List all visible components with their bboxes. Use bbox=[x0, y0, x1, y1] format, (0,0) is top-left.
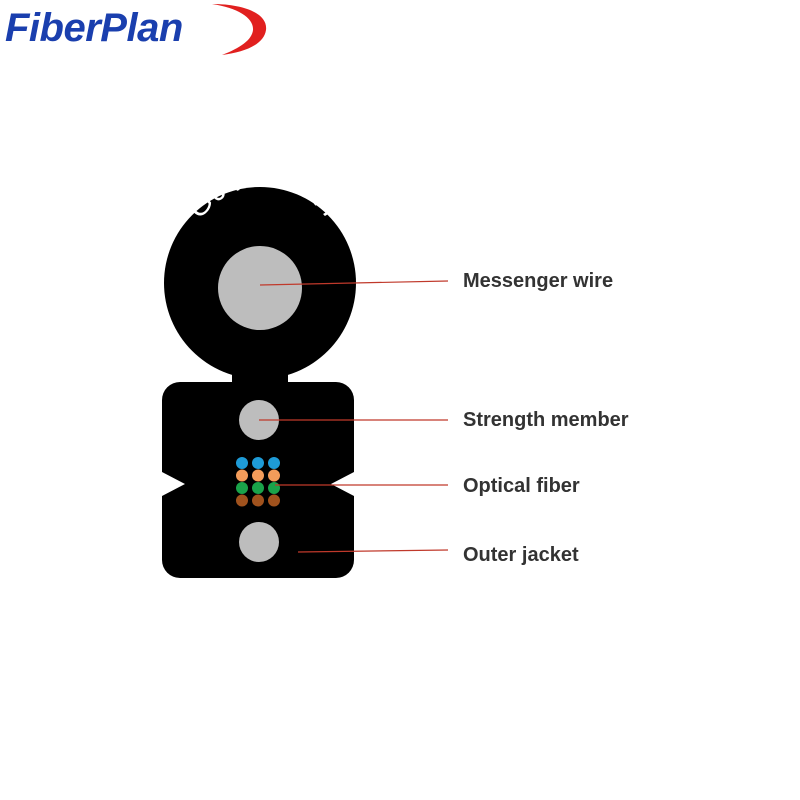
optical-fiber-strand bbox=[268, 457, 280, 469]
optical-fiber-strand bbox=[236, 457, 248, 469]
leader-messenger-wire bbox=[259, 280, 449, 286]
optical-fiber-strand bbox=[268, 482, 280, 494]
optical-fiber-strand bbox=[236, 494, 248, 507]
optical-fiber-bundle bbox=[236, 457, 280, 507]
tear-notch-left bbox=[162, 472, 185, 496]
optical-fiber-strand bbox=[236, 469, 248, 482]
optical-fiber-strand bbox=[252, 457, 264, 469]
optical-fiber-strand bbox=[236, 482, 248, 494]
optical-fiber-strand bbox=[252, 469, 264, 482]
tear-notch-right bbox=[331, 472, 354, 496]
optical-fiber-strand bbox=[268, 469, 280, 482]
label-messenger-wire: Messenger wire bbox=[463, 270, 614, 292]
optical-fiber-strand bbox=[252, 494, 264, 507]
logo-text: FiberPlan bbox=[5, 6, 183, 50]
leader-outer-jacket bbox=[297, 549, 449, 553]
messenger-wire-core bbox=[218, 246, 302, 330]
strength-member-bottom bbox=[239, 522, 279, 562]
optical-fiber-strand bbox=[252, 482, 264, 494]
logo-swoosh-icon bbox=[212, 4, 267, 55]
label-optical-fiber: Optical fiber bbox=[463, 475, 580, 497]
optical-fiber-strand bbox=[268, 494, 280, 507]
fiberplan-logo: FiberPlan bbox=[0, 0, 300, 60]
label-outer-jacket: Outer jacket bbox=[463, 544, 579, 566]
label-strength-member: Strength member bbox=[463, 409, 629, 431]
